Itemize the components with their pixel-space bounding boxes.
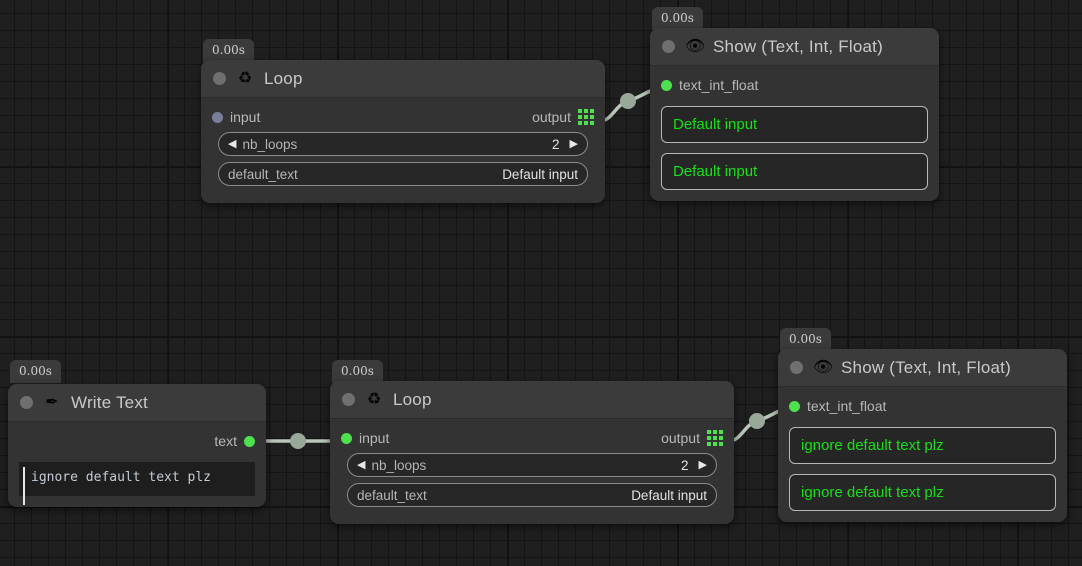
- text-input-area[interactable]: ignore default text plz: [19, 462, 255, 505]
- param-name: default_text: [228, 166, 298, 182]
- node-header[interactable]: 👁 Show (Text, Int, Float): [650, 28, 939, 66]
- timing-badge: 0.00s: [10, 360, 61, 383]
- collapse-dot[interactable]: [342, 393, 355, 406]
- node-show-top[interactable]: 👁 Show (Text, Int, Float) text_int_float…: [650, 28, 939, 201]
- timing-badge: 0.00s: [780, 328, 831, 351]
- node-show-bottom[interactable]: 👁 Show (Text, Int, Float) text_int_float…: [778, 349, 1067, 522]
- collapse-dot[interactable]: [662, 40, 675, 53]
- node-header[interactable]: ✒ Write Text: [8, 384, 266, 422]
- node-header[interactable]: ♻ Loop: [330, 381, 734, 419]
- recycle-icon: ♻: [366, 390, 382, 408]
- port-row: text_int_float: [661, 74, 928, 96]
- input-port-label: text_int_float: [679, 77, 759, 93]
- node-header[interactable]: ♻ Loop: [201, 60, 605, 98]
- param-nb-loops[interactable]: ◀ nb_loops 2 ▶: [347, 453, 717, 477]
- param-name: default_text: [357, 487, 427, 503]
- param-value[interactable]: 2: [681, 457, 689, 473]
- edge-handle[interactable]: [749, 413, 765, 429]
- stepper-increment-icon[interactable]: ▶: [569, 137, 578, 150]
- timing-badge: 0.00s: [332, 360, 383, 383]
- node-body: input output ◀ nb_loops 2 ▶ default_text…: [330, 419, 734, 524]
- node-body: text_int_float ignore default text plz i…: [778, 387, 1067, 522]
- timing-badge: 0.00s: [203, 39, 254, 62]
- stepper-increment-icon[interactable]: ▶: [698, 458, 707, 471]
- port-row: input output: [341, 427, 723, 449]
- collapse-dot[interactable]: [20, 396, 33, 409]
- output-port-label: output: [661, 430, 700, 446]
- node-title: Show (Text, Int, Float): [713, 36, 883, 56]
- collapse-dot[interactable]: [213, 72, 226, 85]
- edge-handle[interactable]: [290, 433, 306, 449]
- node-title: Show (Text, Int, Float): [841, 357, 1011, 377]
- node-body: input output ◀ nb_loops 2 ▶ default_text…: [201, 98, 605, 203]
- output-port-label: output: [532, 109, 571, 125]
- input-port-label: input: [359, 430, 390, 446]
- display-value-box: Default input: [661, 106, 928, 143]
- input-port[interactable]: text_int_float: [789, 398, 886, 414]
- text-caret: [23, 467, 25, 505]
- eye-icon: 👁: [813, 358, 834, 376]
- node-title: Write Text: [71, 392, 148, 412]
- input-port-dot[interactable]: [212, 111, 223, 123]
- display-value-box: ignore default text plz: [789, 427, 1056, 464]
- param-default-text[interactable]: default_text Default input: [347, 483, 717, 507]
- edge-handle[interactable]: [620, 93, 636, 109]
- node-header[interactable]: 👁 Show (Text, Int, Float): [778, 349, 1067, 387]
- input-port[interactable]: text_int_float: [661, 77, 758, 93]
- node-title: Loop: [264, 68, 303, 88]
- node-loop-top[interactable]: ♻ Loop input output ◀ nb_loops 2 ▶: [201, 60, 605, 203]
- text-input-value: ignore default text plz: [31, 470, 212, 485]
- param-name: nb_loops: [371, 457, 427, 473]
- eye-icon: 👁: [685, 37, 706, 55]
- input-port[interactable]: input: [341, 430, 389, 446]
- port-row: text_int_float: [789, 395, 1056, 417]
- output-port-dot[interactable]: [244, 435, 255, 447]
- param-nb-loops[interactable]: ◀ nb_loops 2 ▶: [218, 132, 588, 156]
- node-body: text_int_float Default input Default inp…: [650, 66, 939, 201]
- param-default-text[interactable]: default_text Default input: [218, 162, 588, 186]
- input-port[interactable]: input: [212, 109, 260, 125]
- param-value[interactable]: Default input: [502, 166, 578, 182]
- node-write-text[interactable]: ✒ Write Text text ignore default text pl…: [8, 384, 266, 507]
- stepper-decrement-icon[interactable]: ◀: [357, 458, 366, 471]
- stepper-decrement-icon[interactable]: ◀: [228, 137, 237, 150]
- port-row: input output: [212, 106, 594, 128]
- list-grid-icon: [578, 109, 594, 125]
- input-port-dot[interactable]: [661, 79, 672, 91]
- display-value-box: ignore default text plz: [789, 474, 1056, 511]
- node-body: text ignore default text plz: [8, 422, 266, 507]
- input-port-dot[interactable]: [789, 400, 800, 412]
- recycle-icon: ♻: [237, 69, 253, 87]
- input-port-label: input: [230, 109, 261, 125]
- pen-nib-icon: ✒: [45, 393, 59, 411]
- output-port[interactable]: output: [661, 430, 723, 446]
- timing-badge: 0.00s: [652, 7, 703, 30]
- param-name: nb_loops: [242, 136, 298, 152]
- param-value[interactable]: 2: [552, 136, 560, 152]
- port-row: text: [19, 430, 255, 452]
- output-port[interactable]: output: [532, 109, 594, 125]
- output-port-label: text: [214, 433, 237, 449]
- input-port-dot[interactable]: [341, 432, 352, 444]
- node-loop-bottom[interactable]: ♻ Loop input output ◀ nb_loops 2 ▶: [330, 381, 734, 524]
- input-port-label: text_int_float: [807, 398, 887, 414]
- collapse-dot[interactable]: [790, 361, 803, 374]
- display-value-box: Default input: [661, 153, 928, 190]
- param-value[interactable]: Default input: [631, 487, 707, 503]
- output-port[interactable]: text: [214, 433, 255, 449]
- list-grid-icon: [707, 430, 723, 446]
- node-title: Loop: [393, 389, 432, 409]
